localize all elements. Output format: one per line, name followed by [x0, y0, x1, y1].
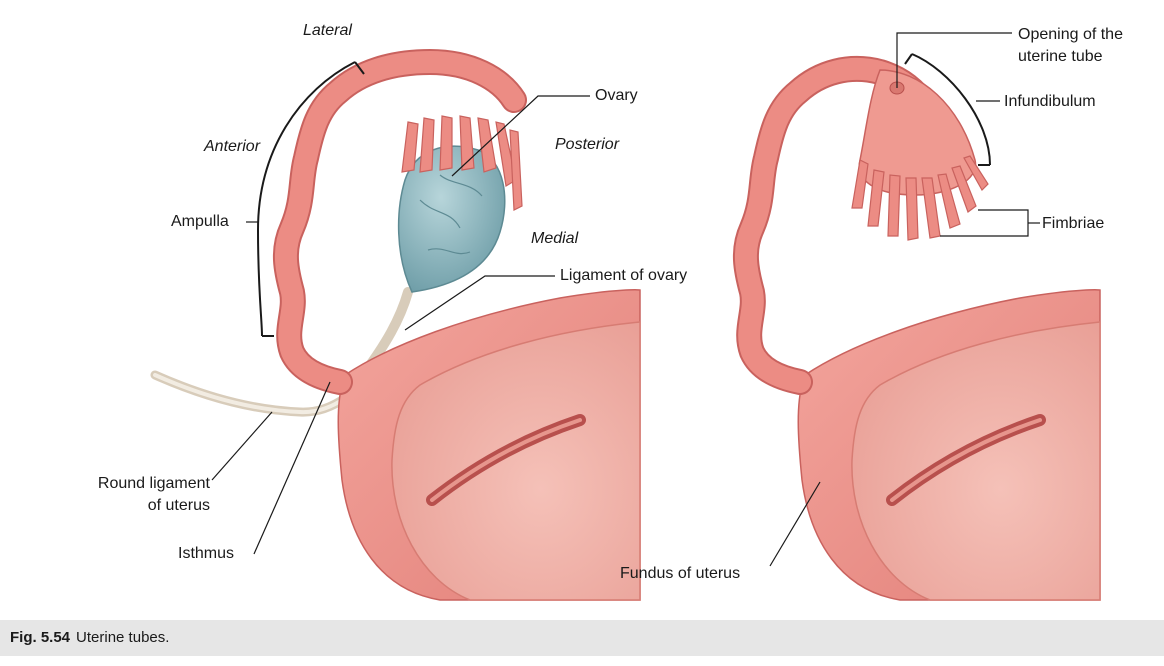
orientation-anterior: Anterior [204, 138, 261, 155]
figure-caption-text: Uterine tubes. [76, 629, 170, 646]
fimbriae-right [851, 155, 989, 241]
leader-lines-left [211, 95, 590, 555]
label-ovary: Ovary [595, 87, 638, 104]
fimbriae-left [401, 115, 523, 211]
label-ampulla: Ampulla [171, 213, 229, 230]
ovary [397, 145, 506, 293]
label-round-ligament-line1: Round ligament [97, 475, 210, 492]
label-fundus: Fundus of uterus [620, 565, 741, 582]
label-fimbriae: Fimbriae [1042, 215, 1105, 232]
figure-number: Fig. 5.54 [10, 629, 71, 646]
label-isthmus: Isthmus [178, 545, 235, 562]
uterine-tubes-illustration [150, 32, 1101, 601]
ampulla-bracket [256, 61, 356, 337]
infundibulum [858, 69, 977, 196]
label-round-ligament-line2: of uterus [147, 497, 210, 514]
orientation-lateral: Lateral [303, 22, 352, 39]
infundibulum-bracket [911, 53, 991, 166]
left-view [150, 48, 641, 601]
leader-lines-right [769, 32, 1040, 567]
label-infundibulum: Infundibulum [1004, 93, 1096, 110]
figure-caption: Fig. 5.54 Uterine tubes. [10, 629, 169, 646]
uterus-section-left [391, 321, 641, 601]
uterus-section-right [851, 321, 1101, 601]
right-view [732, 32, 1101, 601]
orientation-posterior: Posterior [555, 136, 620, 153]
label-opening-line1: Opening of the [1018, 26, 1123, 43]
figure-caption-bar: Fig. 5.54 Uterine tubes. [0, 620, 1164, 656]
label-opening-line2: uterine tube [1018, 48, 1103, 65]
label-ligament-of-ovary: Ligament of ovary [560, 267, 688, 284]
orientation-medial: Medial [531, 230, 579, 247]
